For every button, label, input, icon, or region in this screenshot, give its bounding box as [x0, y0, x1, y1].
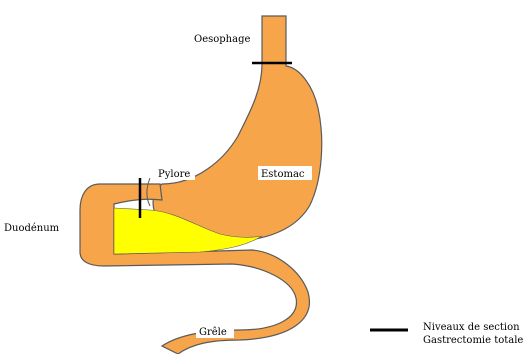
duodenum-label: Duodénum: [4, 223, 60, 234]
estomac-label: Estomac: [261, 169, 305, 180]
legend-line1: Niveaux de section: [423, 322, 520, 333]
stomach-shape: [153, 16, 322, 242]
pylore-label: Pylore: [158, 169, 190, 180]
grele-label: Grêle: [199, 327, 227, 338]
legend-line2: Gastrectomie totale: [423, 335, 523, 346]
oesophage-label: Oesophage: [194, 34, 250, 45]
